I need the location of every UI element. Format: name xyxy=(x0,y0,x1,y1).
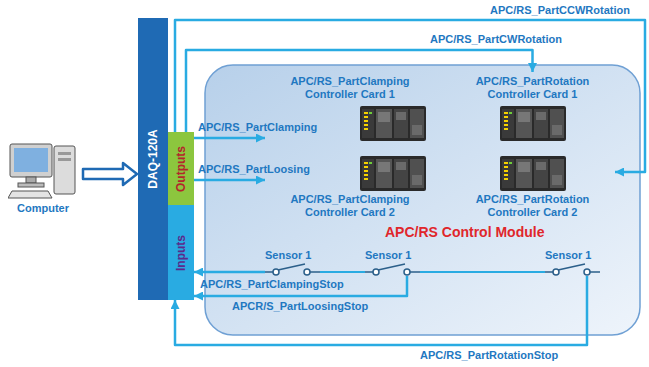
signal-label: APC/RS_PartCWRotation xyxy=(430,33,562,46)
controller-icon-art xyxy=(500,106,566,141)
sensor-label: Sensor 1 xyxy=(265,248,320,262)
series-wire xyxy=(420,271,545,273)
switch-stroke xyxy=(304,269,310,275)
sensor-switch: Sensor 1 xyxy=(365,248,420,276)
sensor-label: Sensor 1 xyxy=(365,248,420,262)
output-band: Outputs xyxy=(168,132,194,205)
module-title: APC/RS Control Module xyxy=(385,226,544,239)
module-housing xyxy=(205,65,640,335)
switch-stroke xyxy=(553,269,559,275)
signal-label: APC/RS_PartLoosing xyxy=(198,163,310,176)
switch-stroke xyxy=(590,271,600,273)
band-label: DAQ-120A xyxy=(147,129,160,188)
computer-node: Computer xyxy=(5,140,81,215)
card-label: APC/RS_PartRotation Controller Card 1 xyxy=(450,75,615,101)
switch-stroke xyxy=(558,264,585,270)
controller-icon xyxy=(500,103,566,143)
controller-icon xyxy=(500,153,566,193)
computer-label: Computer xyxy=(5,202,81,215)
switch-stroke xyxy=(410,271,420,273)
sensor-switch: Sensor 1 xyxy=(545,248,600,276)
series-wire xyxy=(320,271,365,273)
switch-stroke xyxy=(265,271,273,273)
switch-stroke xyxy=(378,264,405,270)
switch-symbol xyxy=(365,262,420,276)
signal-label: APC/RS_PartRotationStop xyxy=(420,349,558,362)
signal-wire xyxy=(194,179,265,182)
card-label: APC/RS_PartRotation Controller Card 2 xyxy=(450,193,615,219)
sensor-label: Sensor 1 xyxy=(545,248,600,262)
switch-stroke xyxy=(278,264,305,270)
sensor-switch: Sensor 1 xyxy=(265,248,320,276)
controller-icon xyxy=(360,153,426,193)
controller-card: APC/RS_PartRotation Controller Card 1 xyxy=(450,72,615,143)
input-band: Inputs xyxy=(168,205,194,300)
signal-wire xyxy=(194,137,265,140)
switch-stroke xyxy=(404,269,410,275)
block-arrow xyxy=(83,163,137,185)
signal-label: APC/RS_PartClampingStop xyxy=(200,278,344,291)
signal-label: APC/RS_PartCCWRotation xyxy=(490,4,630,17)
controller-icon xyxy=(360,103,426,143)
signal-label: APC/RS_PartClamping xyxy=(198,121,317,134)
signal-label: APCR/S_PartLoosingStop xyxy=(232,300,368,313)
switch-stroke xyxy=(373,269,379,275)
switch-symbol xyxy=(545,262,600,276)
signal-wire xyxy=(175,276,587,345)
switch-symbol xyxy=(265,262,320,276)
card-label: APC/RS_PartClamping Controller Card 1 xyxy=(265,75,435,101)
control-module: APC/RS Control Module APC/RS_PartClamping… xyxy=(205,65,640,335)
switch-stroke xyxy=(273,269,279,275)
signal-wire xyxy=(186,50,533,132)
controller-card: APC/RS_PartRotation Controller Card 2 xyxy=(450,150,615,219)
switch-stroke xyxy=(584,269,590,275)
controller-card: APC/RS_PartClamping Controller Card 2 xyxy=(265,150,435,219)
switch-stroke xyxy=(545,271,553,273)
controller-icon-art xyxy=(360,106,426,141)
band-label: Outputs xyxy=(175,146,188,192)
signal-wire xyxy=(175,20,645,172)
signal-wire xyxy=(194,271,265,274)
switch-stroke xyxy=(365,271,373,273)
device-bar: DAQ-120A xyxy=(138,18,168,300)
card-label: APC/RS_PartClamping Controller Card 2 xyxy=(265,193,435,219)
switch-stroke xyxy=(310,271,320,273)
band-label: Inputs xyxy=(175,235,188,271)
controller-icon-art xyxy=(360,156,426,191)
computer-icon xyxy=(8,140,78,202)
signal-wire xyxy=(194,276,407,296)
controller-icon-art xyxy=(500,156,566,191)
computer-icon-art xyxy=(8,144,75,198)
